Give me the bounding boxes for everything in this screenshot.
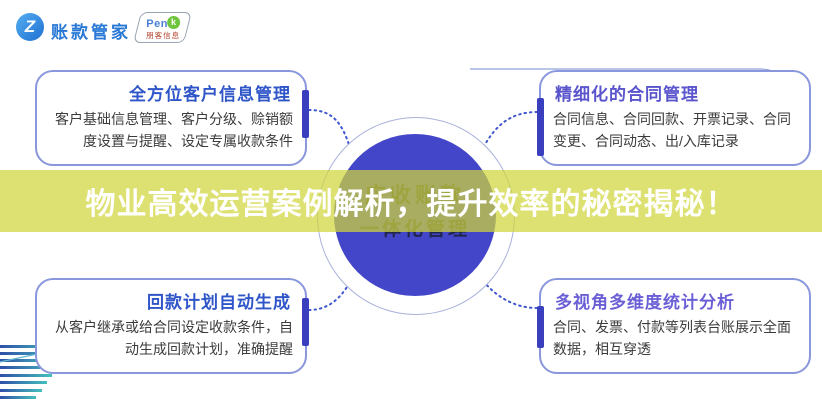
- feature-desc: 从客户继承或给合同设定收款条件，自动生成回款计划，准确提醒: [55, 319, 293, 357]
- badge-subtext: 朋客信息: [146, 30, 181, 40]
- feature-card-statistics: 多视角多维度统计分析 合同、发票、付款等列表台账展示全面数据，相互穿透: [537, 278, 811, 374]
- feature-desc: 合同信息、合同回款、开票记录、合同变更、合同动态、出/入库记录: [553, 111, 791, 149]
- headline-banner: 物业高效运营案例解析，提升效率的秘密揭秘！: [0, 170, 822, 232]
- feature-title: 回款计划自动生成: [147, 293, 291, 312]
- badge-k-icon: k: [166, 16, 180, 29]
- feature-title: 精细化的合同管理: [555, 85, 699, 104]
- feature-title: 全方位客户信息管理: [129, 85, 291, 104]
- accent-bar: [537, 98, 544, 156]
- feature-title: 多视角多维度统计分析: [555, 293, 735, 312]
- deco-line: [0, 389, 42, 392]
- feature-card-contract-management: 精细化的合同管理 合同信息、合同回款、开票记录、合同变更、合同动态、出/入库记录: [537, 70, 811, 166]
- accent-bar: [302, 298, 309, 346]
- dotted-connector-top-left: [308, 109, 351, 149]
- brand-logo-icon: Z: [16, 13, 44, 41]
- deco-line: [0, 396, 36, 399]
- dotted-connector-bottom-left: [308, 281, 351, 311]
- brand-name: 账款管家: [51, 23, 131, 42]
- dotted-connector-top-right: [482, 111, 538, 149]
- headline-text: 物业高效运营案例解析，提升效率的秘密揭秘！: [85, 188, 737, 221]
- accent-bar: [302, 90, 309, 138]
- feature-card-customer-info: 全方位客户信息管理 客户基础信息管理、客户分级、赊销额度设置与提醒、设定专属收款…: [35, 70, 309, 166]
- deco-line: [0, 381, 47, 384]
- feature-desc: 客户基础信息管理、客户分级、赊销额度设置与提醒、设定专属收款条件: [55, 111, 293, 149]
- dotted-connector-bottom-right: [483, 281, 538, 309]
- accent-bar: [537, 306, 544, 348]
- feature-desc: 合同、发票、付款等列表台账展示全面数据，相互穿透: [553, 319, 791, 357]
- deco-line: [0, 366, 60, 369]
- badge-latin-text: Pen: [146, 18, 168, 30]
- deco-line: [0, 374, 52, 377]
- feature-card-payment-plan: 回款计划自动生成 从客户继承或给合同设定收款条件，自动生成回款计划，准确提醒: [35, 278, 309, 374]
